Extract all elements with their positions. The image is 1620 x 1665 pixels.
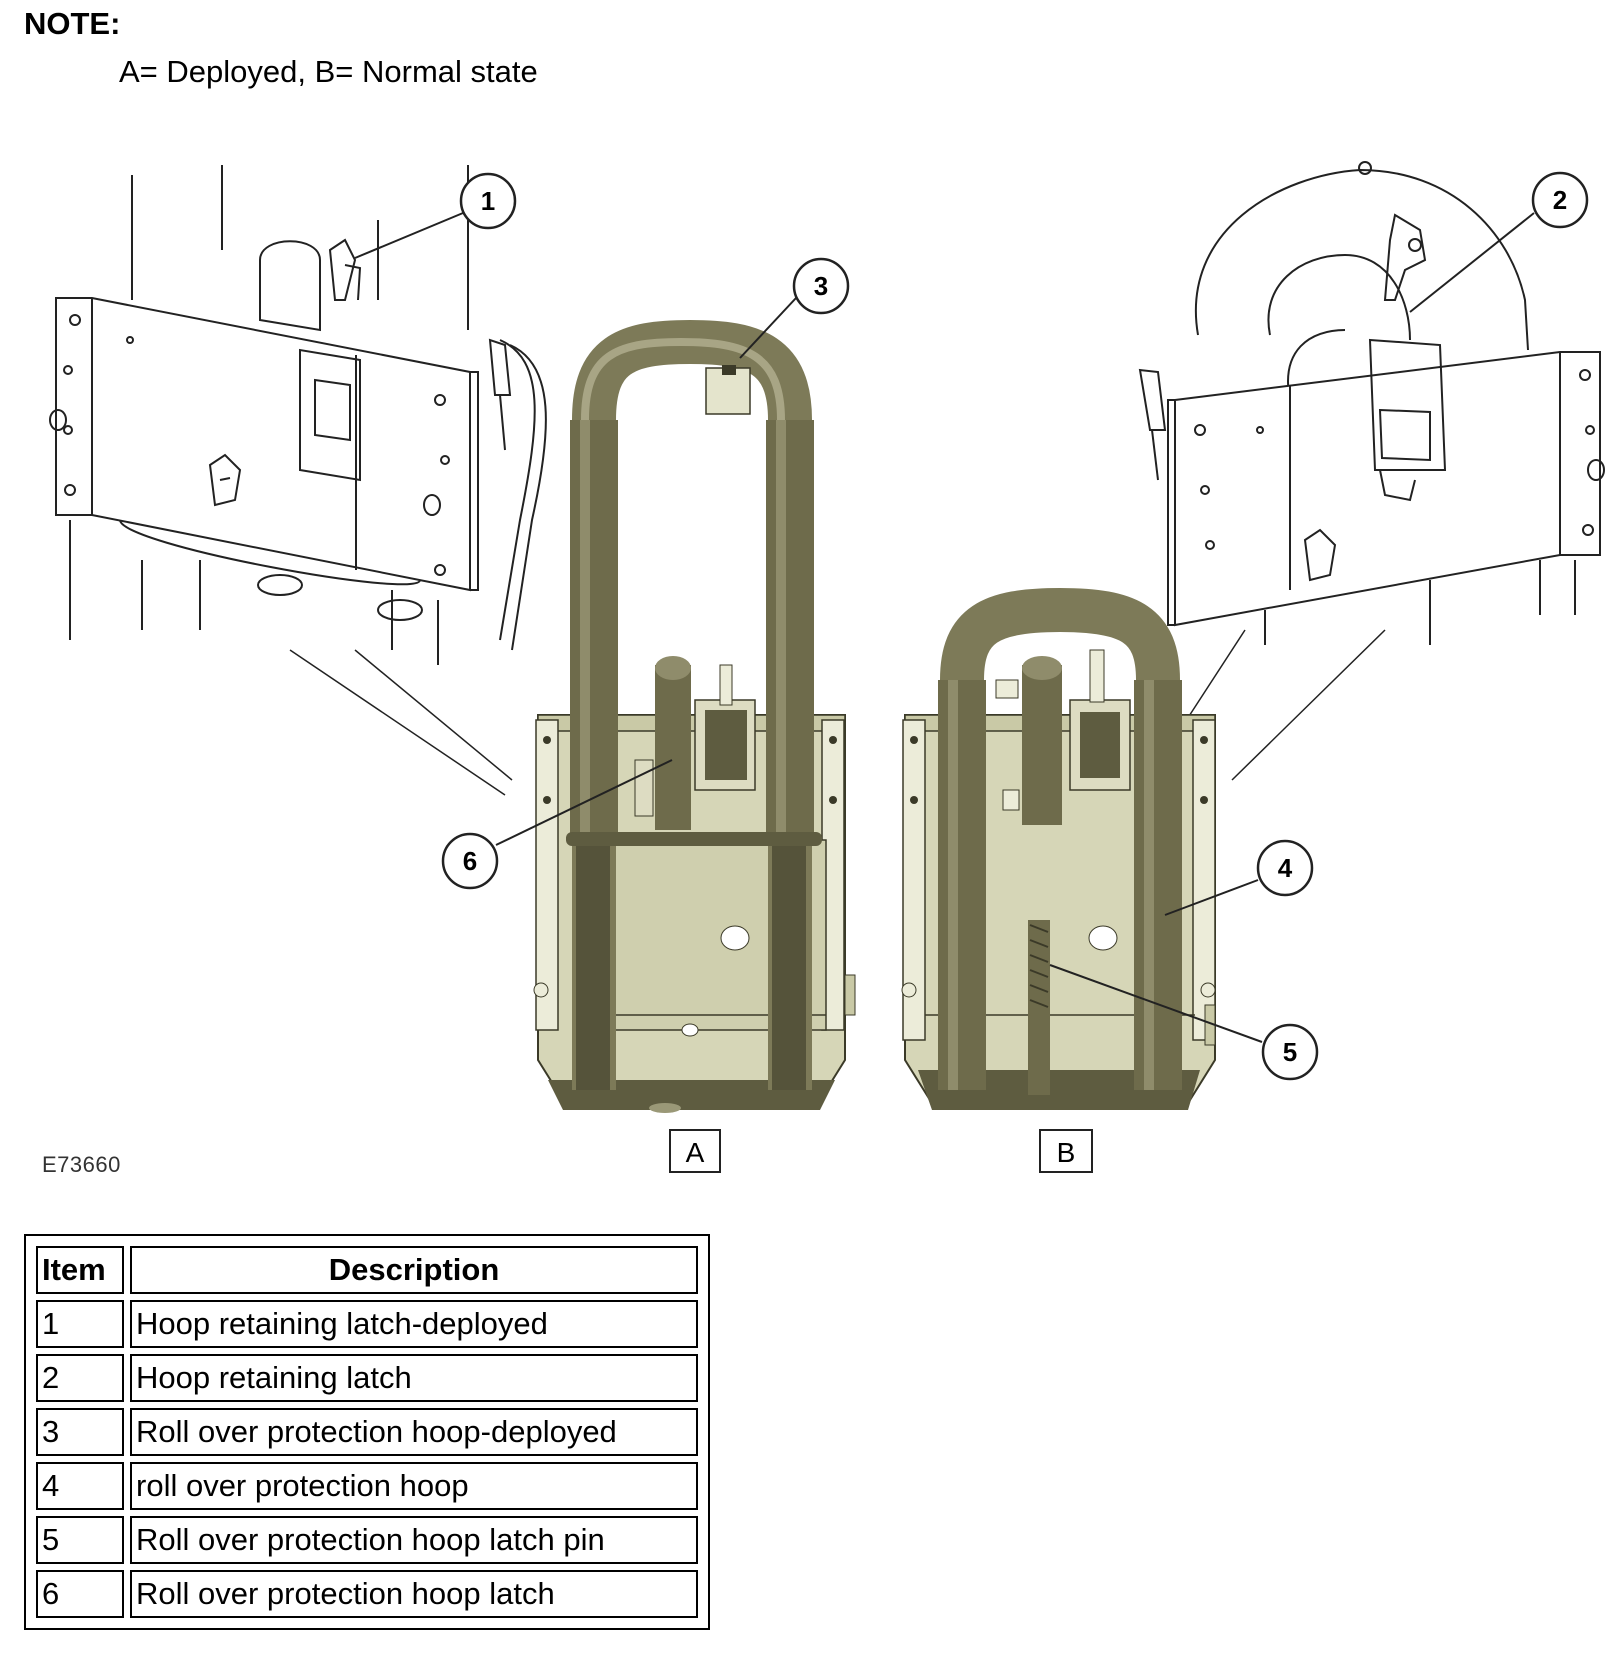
view-label-b: B	[1039, 1129, 1093, 1173]
table-row: 1 Hoop retaining latch-deployed	[36, 1300, 698, 1348]
table-row: 3 Roll over protection hoop-deployed	[36, 1408, 698, 1456]
legend-table: Item Description 1 Hoop retaining latch-…	[24, 1234, 710, 1630]
table-row: 6 Roll over protection hoop latch	[36, 1570, 698, 1618]
legend-item-description: Hoop retaining latch-deployed	[130, 1300, 698, 1348]
callout-2: 2	[1531, 171, 1589, 229]
legend-header-description: Description	[130, 1246, 698, 1294]
main-view-deployed	[533, 319, 856, 1113]
view-label-a-text: A	[686, 1137, 705, 1168]
note-heading: NOTE:	[24, 6, 121, 41]
callout-1-label: 1	[481, 186, 495, 216]
callout-1: 1	[459, 172, 517, 230]
callout-6-label: 6	[463, 846, 477, 876]
legend-header-row: Item Description	[36, 1246, 698, 1294]
callout-5-label: 5	[1283, 1037, 1297, 1067]
detail-view-left	[49, 165, 547, 796]
legend-item-number: 4	[36, 1462, 124, 1510]
callout-4-label: 4	[1278, 853, 1293, 883]
roll-over-hoop-normal	[940, 587, 1180, 1090]
figure-id: E73660	[42, 1152, 121, 1177]
table-row: 5 Roll over protection hoop latch pin	[36, 1516, 698, 1564]
table-row: 4 roll over protection hoop	[36, 1462, 698, 1510]
callout-leader-lines	[354, 212, 1535, 1043]
legend-item-number: 3	[36, 1408, 124, 1456]
callout-3-label: 3	[814, 271, 828, 301]
legend-header-item: Item	[36, 1246, 124, 1294]
roll-over-protection-diagram: 1 2 3 4 5 6 A B	[49, 161, 1605, 1173]
main-view-normal	[901, 587, 1216, 1110]
legend-item-number: 6	[36, 1570, 124, 1618]
view-label-a: A	[669, 1129, 721, 1173]
callout-4: 4	[1256, 839, 1314, 897]
legend-item-description: Roll over protection hoop latch	[130, 1570, 698, 1618]
legend-item-number: 5	[36, 1516, 124, 1564]
legend-item-number: 2	[36, 1354, 124, 1402]
legend-item-description: roll over protection hoop	[130, 1462, 698, 1510]
callout-5: 5	[1261, 1023, 1319, 1081]
legend-item-description: Hoop retaining latch	[130, 1354, 698, 1402]
callout-3: 3	[792, 257, 850, 315]
callout-2-label: 2	[1553, 185, 1567, 215]
callout-markers: 1 2 3 4 5 6	[441, 171, 1589, 1081]
view-label-b-text: B	[1057, 1137, 1076, 1168]
table-row: 2 Hoop retaining latch	[36, 1354, 698, 1402]
legend-item-description: Roll over protection hoop latch pin	[130, 1516, 698, 1564]
note-text: A= Deployed, B= Normal state	[119, 54, 538, 89]
callout-6: 6	[441, 832, 499, 890]
legend-item-number: 1	[36, 1300, 124, 1348]
legend-item-description: Roll over protection hoop-deployed	[130, 1408, 698, 1456]
detail-view-right	[1138, 161, 1605, 781]
